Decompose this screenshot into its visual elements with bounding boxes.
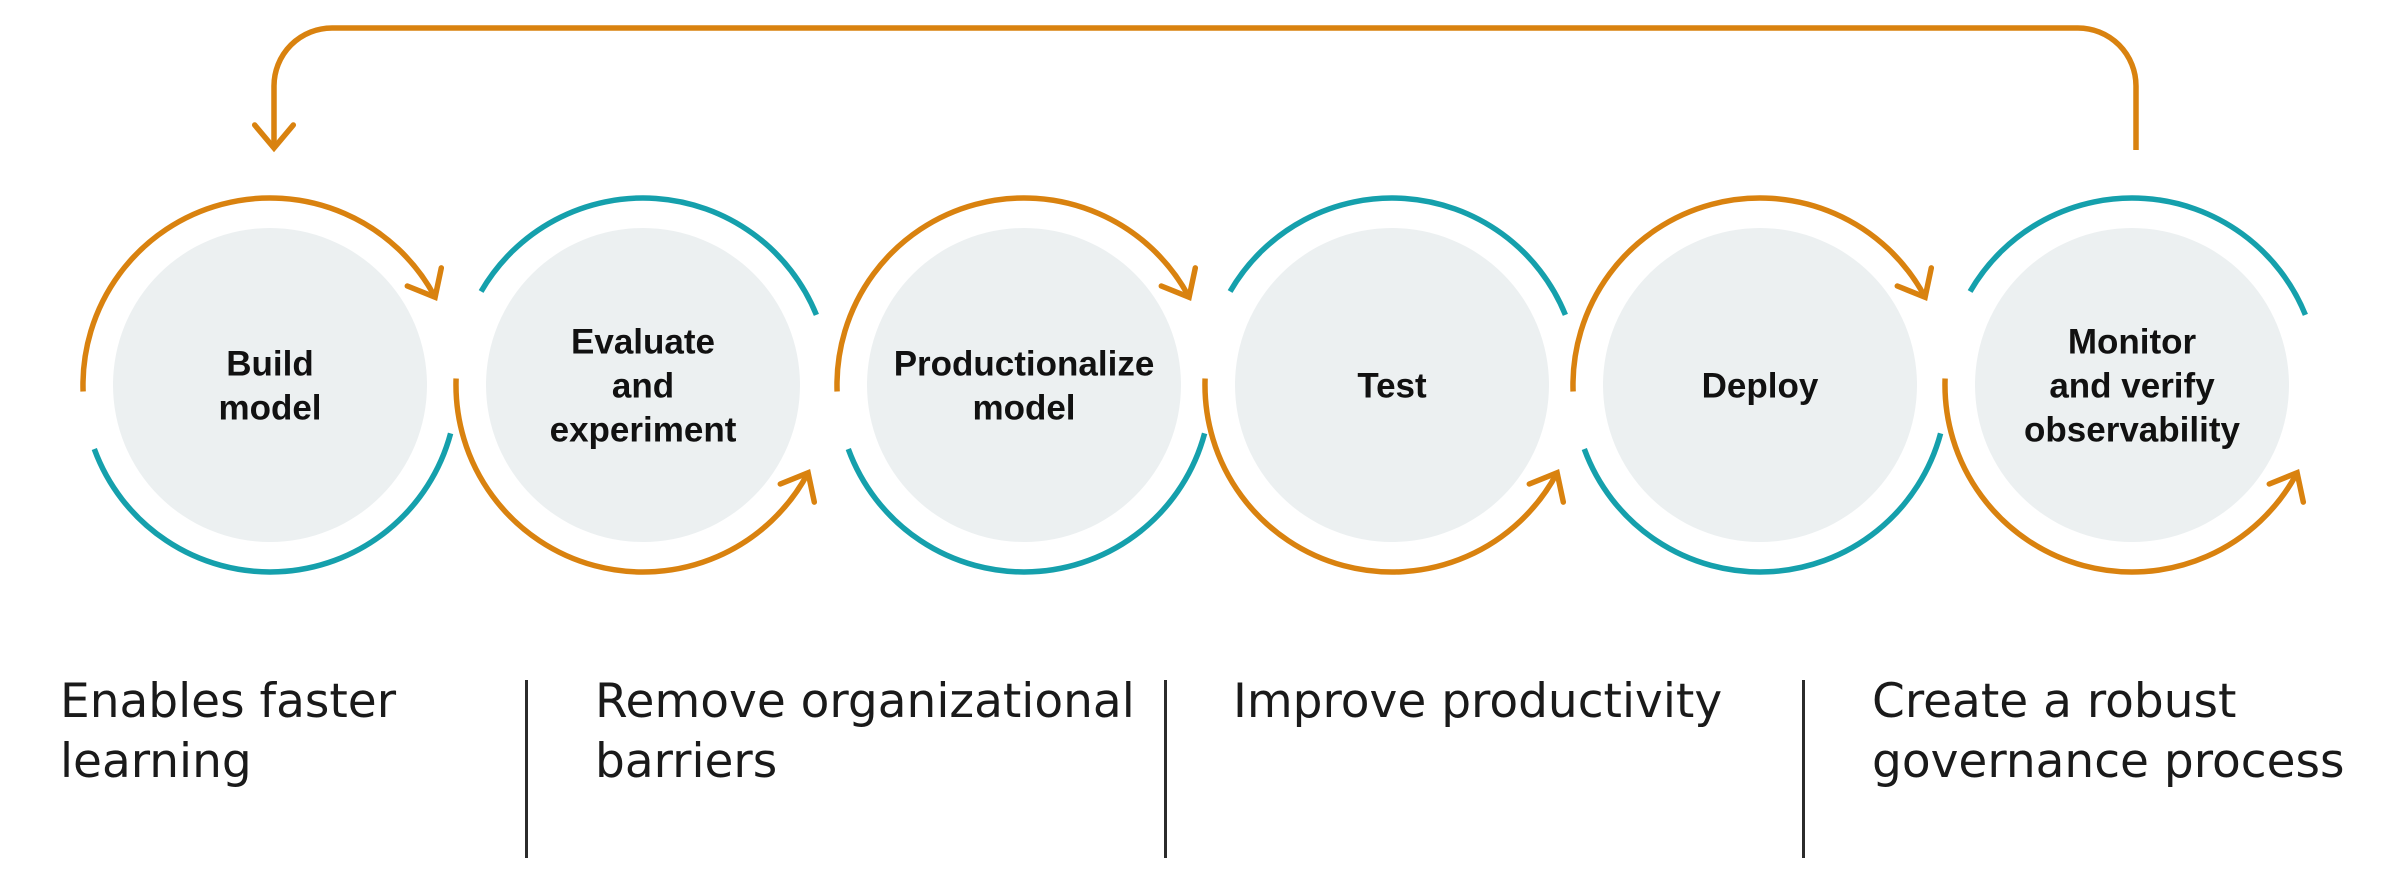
arrowhead-icon bbox=[777, 469, 818, 505]
stage-label: Test bbox=[1357, 367, 1427, 406]
bottom-arc-teal bbox=[845, 432, 1208, 575]
benefit-remove-organizational-barriers: Remove organizational barriers bbox=[595, 674, 1135, 789]
stage-circle bbox=[867, 228, 1181, 542]
bottom-arc-orange bbox=[453, 378, 811, 575]
benefit-improve-productivity: Improve productivity bbox=[1233, 674, 1723, 729]
divider-1 bbox=[525, 680, 528, 858]
bottom-arc-teal bbox=[1581, 432, 1944, 575]
stage-circle bbox=[1235, 228, 1549, 542]
stage-circle bbox=[113, 228, 427, 542]
benefit-create-robust-governance-process: Create a robust governance process bbox=[1872, 674, 2345, 789]
bottom-arc-teal bbox=[91, 432, 454, 575]
top-arc-teal bbox=[1967, 195, 2308, 316]
top-arc-teal bbox=[1227, 195, 1568, 316]
stage-circle bbox=[1603, 228, 1917, 542]
arrowhead-icon bbox=[1158, 265, 1199, 301]
top-arc-orange bbox=[834, 195, 1192, 392]
feedback-loop-arrow-icon bbox=[271, 25, 2139, 150]
top-arc-orange bbox=[80, 195, 438, 392]
bottom-arc-orange bbox=[1202, 378, 1560, 575]
arrowhead-icon bbox=[1894, 265, 1935, 301]
divider-2 bbox=[1164, 680, 1167, 858]
stage-circle bbox=[486, 228, 800, 542]
bottom-arc-orange bbox=[1942, 378, 2300, 575]
stage-circle bbox=[1975, 228, 2289, 542]
arrowhead-icon bbox=[404, 265, 445, 301]
stage-deploy: Deploy bbox=[1570, 195, 1944, 575]
divider-3 bbox=[1802, 680, 1805, 858]
stage-test: Test bbox=[1202, 195, 1568, 575]
loop-arrowhead-icon bbox=[251, 122, 297, 153]
top-arc-teal bbox=[478, 195, 819, 316]
benefit-enables-faster-learning: Enables faster learning bbox=[60, 674, 397, 789]
top-arc-orange bbox=[1570, 195, 1928, 392]
stage-label: Deploy bbox=[1702, 367, 1819, 406]
arrowhead-icon bbox=[1526, 469, 1567, 505]
arrowhead-icon bbox=[2266, 469, 2307, 505]
